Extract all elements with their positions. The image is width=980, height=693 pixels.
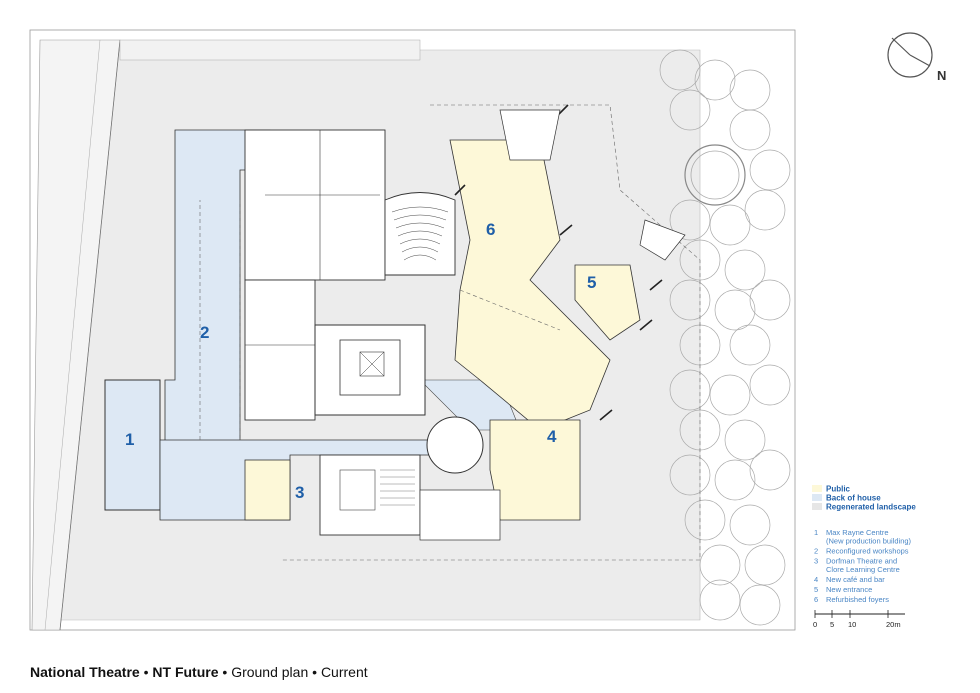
zone-4-cafe bbox=[489, 419, 581, 521]
scale-bar: 0 5 10 20m bbox=[813, 610, 905, 629]
scale-tick-label: 5 bbox=[830, 620, 834, 629]
caption: National Theatre • NT Future • Ground pl… bbox=[30, 664, 368, 680]
central-block bbox=[314, 324, 426, 416]
zone-label: 4 bbox=[547, 427, 557, 446]
legend-item-label: Max Rayne Centre bbox=[826, 528, 889, 537]
zone-label: 3 bbox=[295, 483, 304, 502]
workshop-block bbox=[244, 279, 316, 421]
legend-item-number: 4 bbox=[814, 575, 818, 584]
zone-label: 1 bbox=[125, 430, 134, 449]
north-label: N bbox=[937, 68, 946, 83]
legend-item-label: (New production building) bbox=[826, 537, 912, 546]
legend-item-label: Dorfman Theatre and bbox=[826, 557, 897, 566]
zone-label: 5 bbox=[587, 273, 596, 292]
legend-swatch bbox=[812, 494, 822, 501]
scale-tick-label: 20m bbox=[886, 620, 901, 629]
legend-category-label: Regenerated landscape bbox=[826, 503, 916, 512]
legend-item-number: 1 bbox=[814, 528, 818, 537]
circular-pavilion bbox=[684, 144, 746, 206]
legend-item-label: Refurbished foyers bbox=[826, 595, 889, 604]
caption-view: Ground plan bbox=[231, 664, 309, 680]
legend-category-label: Back of house bbox=[826, 494, 881, 503]
zone-1-area bbox=[104, 379, 161, 511]
caption-subtitle: NT Future bbox=[152, 664, 219, 680]
trees-group bbox=[659, 49, 791, 626]
scale-tick-label: 0 bbox=[813, 620, 817, 629]
legend-item-label: Clore Learning Centre bbox=[826, 565, 900, 574]
caption-state: Current bbox=[320, 664, 368, 680]
dorfman-theatre bbox=[319, 454, 421, 536]
legend-item-label: New entrance bbox=[826, 585, 872, 594]
scale-tick-label: 10 bbox=[848, 620, 856, 629]
legend-item-number: 6 bbox=[814, 595, 818, 604]
zone-label: 2 bbox=[200, 323, 209, 342]
stage-block bbox=[244, 129, 386, 281]
zone-3-foyer bbox=[244, 459, 291, 521]
caption-title: National Theatre bbox=[30, 664, 140, 680]
zone-5-entrance bbox=[574, 264, 641, 341]
legend-swatch bbox=[812, 485, 822, 492]
auditorium-north bbox=[384, 192, 456, 276]
legend-category-label: Public bbox=[826, 485, 851, 494]
legend-item-number: 3 bbox=[814, 557, 818, 566]
legend-item-number: 5 bbox=[814, 585, 818, 594]
legend-item-number: 2 bbox=[814, 547, 818, 556]
legend-item-label: New café and bar bbox=[826, 575, 885, 584]
plan-frame bbox=[29, 29, 796, 631]
legend-item-label: Reconfigured workshops bbox=[826, 547, 909, 556]
olivier-drum bbox=[426, 416, 484, 474]
legend-swatch bbox=[812, 503, 822, 510]
north-arrow: N bbox=[887, 32, 946, 83]
zone-label: 6 bbox=[486, 220, 495, 239]
